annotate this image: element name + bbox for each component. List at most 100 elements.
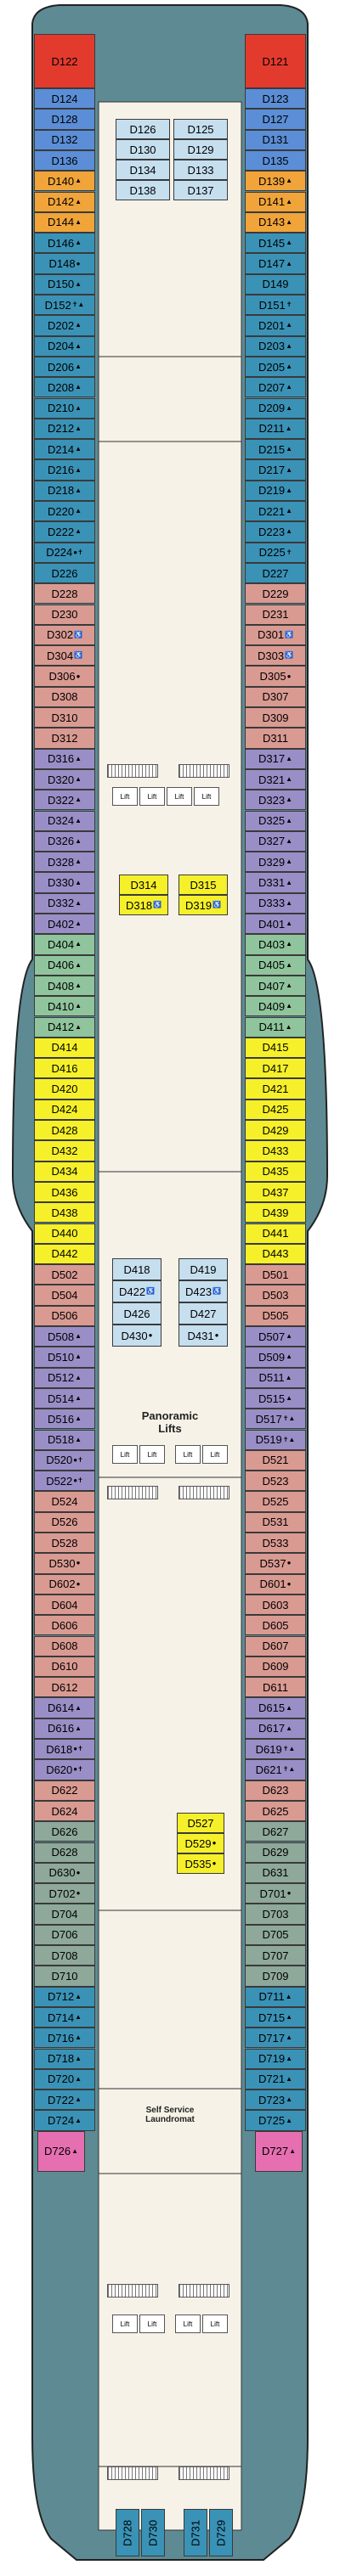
cabin-D503[interactable]: D503 (245, 1285, 306, 1306)
cabin-D436[interactable]: D436 (34, 1181, 95, 1203)
cabin-D124[interactable]: D124 (34, 88, 95, 110)
cabin-D707[interactable]: D707 (245, 1945, 306, 1966)
cabin-D125[interactable]: D125 (173, 119, 228, 139)
cabin-D315[interactable]: D315 (178, 875, 228, 895)
cabin-D531[interactable]: D531 (245, 1511, 306, 1533)
cabin-D129[interactable]: D129 (173, 139, 228, 160)
cabin-D211[interactable]: D211▲ (245, 418, 306, 440)
cabin-D403[interactable]: D403▲ (245, 934, 306, 955)
cabin-D147[interactable]: D147▲ (245, 253, 306, 274)
cabin-D328[interactable]: D328▲ (34, 852, 95, 873)
cabin-D318[interactable]: D318♿ (119, 895, 168, 915)
cabin-D509[interactable]: D509▲ (245, 1347, 306, 1368)
cabin-D439[interactable]: D439 (245, 1202, 306, 1223)
cabin-D437[interactable]: D437 (245, 1181, 306, 1203)
cabin-D330[interactable]: D330▲ (34, 872, 95, 893)
cabin-D333[interactable]: D333▲ (245, 892, 306, 914)
cabin-D726[interactable]: D726▲ (37, 2130, 85, 2172)
cabin-D533[interactable]: D533 (245, 1533, 306, 1554)
cabin-D316[interactable]: D316▲ (34, 748, 95, 769)
cabin-D409[interactable]: D409▲ (245, 996, 306, 1017)
cabin-D148[interactable]: D148● (34, 253, 95, 274)
cabin-D624[interactable]: D624 (34, 1800, 95, 1822)
cabin-D331[interactable]: D331▲ (245, 872, 306, 893)
cabin-D314[interactable]: D314 (119, 875, 168, 895)
cabin-D428[interactable]: D428 (34, 1120, 95, 1141)
cabin-D508[interactable]: D508▲ (34, 1326, 95, 1347)
cabin-D150[interactable]: D150▲ (34, 273, 95, 295)
cabin-D215[interactable]: D215▲ (245, 439, 306, 460)
cabin-D607[interactable]: D607 (245, 1635, 306, 1656)
cabin-D514[interactable]: D514▲ (34, 1387, 95, 1409)
cabin-D311[interactable]: D311 (245, 728, 306, 749)
cabin-D619[interactable]: D619✝▲ (245, 1739, 306, 1760)
cabin-D602[interactable]: D602● (34, 1573, 95, 1595)
cabin-D208[interactable]: D208▲ (34, 377, 95, 398)
cabin-D432[interactable]: D432 (34, 1140, 95, 1161)
cabin-D206[interactable]: D206▲ (34, 356, 95, 378)
cabin-D132[interactable]: D132 (34, 129, 95, 150)
cabin-D421[interactable]: D421 (245, 1078, 306, 1100)
cabin-D327[interactable]: D327▲ (245, 830, 306, 852)
cabin-D519[interactable]: D519✝▲ (245, 1429, 306, 1450)
cabin-D425[interactable]: D425 (245, 1099, 306, 1120)
cabin-D438[interactable]: D438 (34, 1202, 95, 1223)
cabin-D440[interactable]: D440 (34, 1223, 95, 1244)
cabin-D701[interactable]: D701● (245, 1883, 306, 1904)
cabin-D629[interactable]: D629 (245, 1842, 306, 1863)
cabin-D217[interactable]: D217▲ (245, 459, 306, 481)
cabin-D139[interactable]: D139▲ (245, 171, 306, 192)
cabin-D712[interactable]: D712▲ (34, 1986, 95, 2007)
cabin-D332[interactable]: D332▲ (34, 892, 95, 914)
cabin-D220[interactable]: D220▲ (34, 501, 95, 522)
cabin-D145[interactable]: D145▲ (245, 233, 306, 254)
cabin-D410[interactable]: D410▲ (34, 996, 95, 1017)
cabin-D614[interactable]: D614▲ (34, 1697, 95, 1718)
cabin-D524[interactable]: D524 (34, 1491, 95, 1512)
cabin-D520[interactable]: D520●✝ (34, 1449, 95, 1471)
cabin-D416[interactable]: D416 (34, 1058, 95, 1079)
cabin-D412[interactable]: D412▲ (34, 1016, 95, 1038)
cabin-D618[interactable]: D618●✝ (34, 1739, 95, 1760)
cabin-D324[interactable]: D324▲ (34, 810, 95, 831)
cabin-D512[interactable]: D512▲ (34, 1367, 95, 1388)
cabin-D122[interactable]: D122 (34, 34, 95, 88)
cabin-D708[interactable]: D708 (34, 1945, 95, 1966)
cabin-D729[interactable]: D729 (209, 2509, 233, 2556)
cabin-D301[interactable]: D301♿ (245, 624, 306, 646)
cabin-D625[interactable]: D625 (245, 1800, 306, 1822)
cabin-D526[interactable]: D526 (34, 1511, 95, 1533)
cabin-D309[interactable]: D309 (245, 707, 306, 728)
cabin-D717[interactable]: D717▲ (245, 2028, 306, 2049)
cabin-D722[interactable]: D722▲ (34, 2089, 95, 2111)
cabin-D221[interactable]: D221▲ (245, 501, 306, 522)
cabin-D511[interactable]: D511▲ (245, 1367, 306, 1388)
cabin-D404[interactable]: D404▲ (34, 934, 95, 955)
cabin-D152[interactable]: D152✝▲ (34, 295, 95, 316)
cabin-D326[interactable]: D326▲ (34, 830, 95, 852)
cabin-D408[interactable]: D408▲ (34, 975, 95, 997)
cabin-D518[interactable]: D518▲ (34, 1429, 95, 1450)
cabin-D502[interactable]: D502 (34, 1264, 95, 1285)
cabin-D130[interactable]: D130 (116, 139, 170, 160)
cabin-D216[interactable]: D216▲ (34, 459, 95, 481)
cabin-D141[interactable]: D141▲ (245, 191, 306, 212)
cabin-D630[interactable]: D630● (34, 1862, 95, 1884)
cabin-D405[interactable]: D405▲ (245, 954, 306, 976)
cabin-D424[interactable]: D424 (34, 1099, 95, 1120)
cabin-D414[interactable]: D414 (34, 1037, 95, 1059)
cabin-D225[interactable]: D225✝ (245, 542, 306, 563)
cabin-D631[interactable]: D631 (245, 1862, 306, 1884)
cabin-D303[interactable]: D303♿ (245, 645, 306, 666)
cabin-D608[interactable]: D608 (34, 1635, 95, 1656)
cabin-D723[interactable]: D723▲ (245, 2089, 306, 2111)
cabin-D406[interactable]: D406▲ (34, 954, 95, 976)
cabin-D151[interactable]: D151✝ (245, 295, 306, 316)
cabin-D521[interactable]: D521 (245, 1449, 306, 1471)
cabin-D135[interactable]: D135 (245, 149, 306, 172)
cabin-D427[interactable]: D427 (178, 1302, 228, 1325)
cabin-D510[interactable]: D510▲ (34, 1347, 95, 1368)
cabin-D720[interactable]: D720▲ (34, 2068, 95, 2090)
cabin-D703[interactable]: D703 (245, 1904, 306, 1925)
cabin-D611[interactable]: D611 (245, 1677, 306, 1698)
